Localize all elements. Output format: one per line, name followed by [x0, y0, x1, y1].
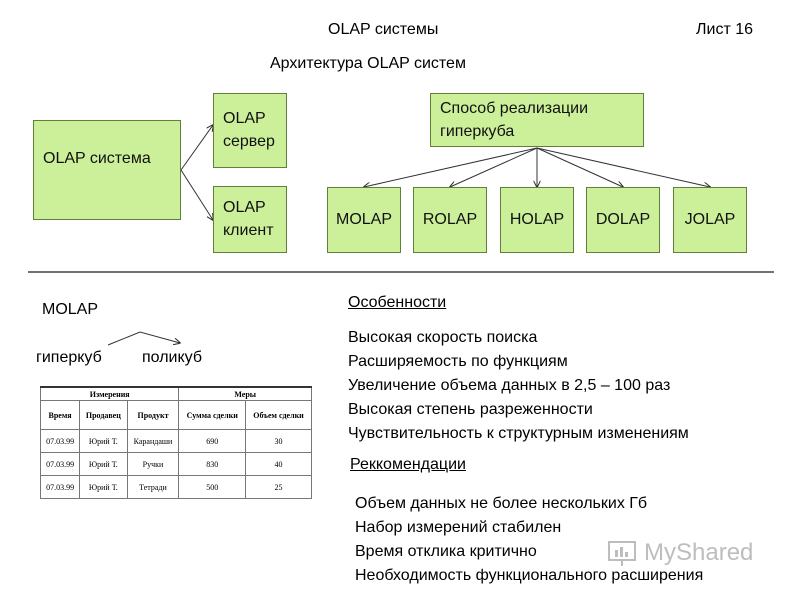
sheet-number: Лист 16	[696, 21, 754, 38]
type-box-molap: MOLAP	[327, 187, 401, 253]
recommendation-item: Необходимость функционального расширения	[355, 567, 704, 584]
feature-item: Увеличение объема данных в 2,5 – 100 раз	[348, 377, 671, 394]
table-group-dimensions: Измерения	[39, 386, 180, 401]
arrow-to-dolap	[536, 147, 623, 187]
table-col-product: Продукт	[126, 400, 180, 430]
olap-system-box: OLAP система	[33, 120, 181, 220]
table-cell: 07.03.99	[39, 452, 81, 476]
hypercube-label: гиперкуб	[36, 349, 102, 366]
table-group-measures: Меры	[178, 386, 312, 401]
table-cell: 25	[245, 475, 312, 499]
page-title: OLAP системы	[328, 21, 439, 38]
table-cell: Карандаши	[126, 429, 180, 453]
type-box-dolap: DOLAP	[586, 187, 660, 253]
table-cell: 30	[245, 429, 312, 453]
table-cell: Ручки	[126, 452, 180, 476]
table-column-header: Время Продавец Продукт Сумма сделки Объе…	[39, 400, 312, 430]
table-row: 07.03.99 Юрий Т. Тетради 500 25	[39, 475, 312, 499]
molap-label: MOLAP	[42, 301, 99, 318]
table-cell: 07.03.99	[39, 429, 81, 453]
type-box-jolap: JOLAP	[673, 187, 747, 253]
arrow-to-client	[180, 169, 213, 220]
table-cell: Юрий Т.	[79, 475, 128, 499]
table-cell: 07.03.99	[39, 475, 81, 499]
table-cell: 40	[245, 452, 312, 476]
recommendation-item: Набор измерений стабилен	[355, 519, 562, 536]
arrow-to-server	[180, 125, 213, 171]
feature-item: Высокая степень разреженности	[348, 401, 593, 418]
recommendations-heading: Реккомендации	[350, 456, 466, 473]
olap-server-box: OLAP сервер	[213, 93, 287, 168]
table-col-volume: Объем сделки	[245, 400, 312, 430]
watermark-logo: MyShared	[606, 538, 753, 568]
recommendation-item: Время отклика критично	[355, 543, 537, 560]
table-cell: 830	[178, 452, 247, 476]
table-cell: 690	[178, 429, 247, 453]
presentation-icon	[608, 541, 636, 566]
table-group-header: Измерения Меры	[39, 386, 312, 401]
polycube-label: поликуб	[142, 349, 203, 366]
table-row: 07.03.99 Юрий Т. Ручки 830 40	[39, 452, 312, 476]
type-box-holap: HOLAP	[500, 187, 574, 253]
watermark-text: MyShared	[644, 539, 754, 566]
table-col-amount: Сумма сделки	[178, 400, 247, 430]
table-cell: Тетради	[126, 475, 180, 499]
recommendation-item: Объем данных не более нескольких Гб	[355, 495, 648, 512]
type-box-rolap: ROLAP	[413, 187, 487, 253]
arrow-hypercube-polycube	[107, 331, 180, 346]
sample-data-table: Измерения Меры Время Продавец Продукт Су…	[39, 386, 312, 499]
table-cell: 500	[178, 475, 247, 499]
arrow-to-jolap	[536, 147, 710, 187]
table-row: 07.03.99 Юрий Т. Карандаши 690 30	[39, 429, 312, 453]
diagram-title: Архитектура OLAP систем	[270, 55, 466, 72]
feature-item: Расширяемость по функциям	[348, 353, 568, 370]
feature-item: Высокая скорость поиска	[348, 329, 538, 346]
table-cell: Юрий Т.	[79, 452, 128, 476]
arrow-to-molap	[364, 147, 538, 187]
hypercube-method-box: Способ реализации гиперкуба	[430, 93, 644, 147]
arrow-to-rolap	[450, 147, 538, 187]
features-heading: Особенности	[348, 294, 447, 311]
table-col-time: Время	[39, 400, 81, 430]
olap-client-box: OLAP клиент	[213, 186, 287, 253]
table-cell: Юрий Т.	[79, 429, 128, 453]
feature-item: Чувствительность к структурным изменения…	[348, 425, 689, 442]
table-col-seller: Продавец	[79, 400, 128, 430]
